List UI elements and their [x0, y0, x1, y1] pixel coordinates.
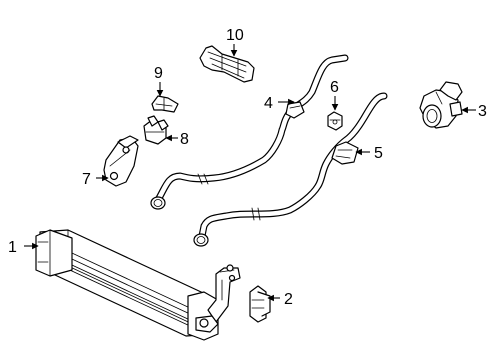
bracket-2 — [249, 285, 271, 323]
thermostat-housing — [419, 81, 463, 129]
callout-2: 2 — [284, 291, 293, 308]
shield-10 — [199, 45, 255, 83]
callout-7: 7 — [82, 171, 91, 188]
callout-1: 1 — [8, 239, 17, 256]
callout-8: 8 — [180, 131, 189, 148]
callout-3: 3 — [478, 103, 487, 120]
oil-cooler — [35, 229, 241, 341]
clip-9 — [151, 95, 179, 113]
callout-10: 10 — [226, 27, 244, 44]
clip-6 — [327, 111, 343, 131]
bracket-8 — [143, 115, 169, 145]
callout-leaders — [24, 44, 476, 302]
hose-5 — [193, 92, 388, 247]
callout-6: 6 — [330, 79, 339, 96]
callout-4: 4 — [264, 95, 273, 112]
callout-5: 5 — [374, 145, 383, 162]
callout-labels: 1 2 3 4 5 6 7 8 9 10 — [8, 27, 487, 308]
bracket-7 — [103, 135, 139, 187]
hose-4 — [150, 54, 349, 210]
callout-9: 9 — [154, 65, 163, 82]
